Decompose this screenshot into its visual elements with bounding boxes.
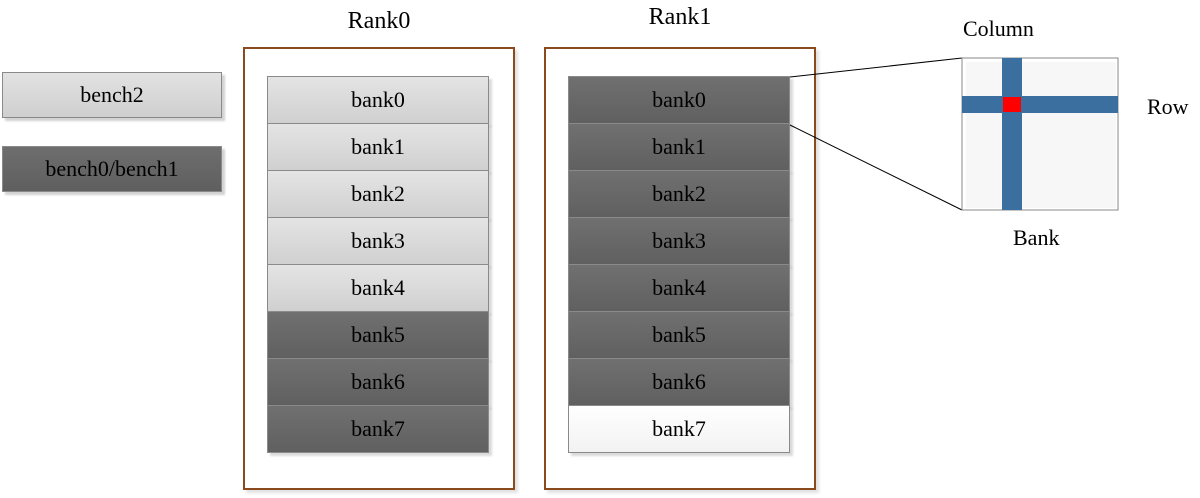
- legend-bench0-bench1: bench0/bench1: [2, 146, 222, 192]
- column-label: Column: [963, 16, 1034, 41]
- connector-top: [789, 57, 963, 78]
- selected-cell: [1003, 97, 1021, 112]
- connector-bottom: [789, 124, 963, 211]
- rank0-bank4: bank4: [267, 264, 489, 312]
- legend-bench2: bench2: [2, 72, 222, 118]
- rank0-bank2: bank2: [267, 170, 489, 218]
- column-line: [1002, 58, 1022, 210]
- rank1-bank2: bank2: [568, 170, 790, 218]
- bank-label: Bank: [1013, 225, 1060, 250]
- rank1-bank6: bank6: [568, 358, 790, 406]
- rank1-bank1: bank1: [568, 123, 790, 171]
- legend-bench2-label: bench2: [80, 82, 144, 107]
- row-line: [962, 96, 1118, 113]
- rank1-bank3: bank3: [568, 217, 790, 265]
- rank0-bank1: bank1: [267, 123, 489, 171]
- legend-bench0-bench1-label: bench0/bench1: [45, 156, 179, 181]
- rank0-bank0: bank0: [267, 76, 489, 124]
- rank1-bank5: bank5: [568, 311, 790, 359]
- row-label: Row: [1147, 94, 1189, 119]
- rank0-bank7: bank7: [267, 405, 489, 453]
- rank1-bank7: bank7: [568, 405, 790, 453]
- rank0-title: Rank0: [347, 8, 411, 34]
- rank1-bank4: bank4: [568, 264, 790, 312]
- rank0-bank5: bank5: [267, 311, 489, 359]
- rank0-bank3: bank3: [267, 217, 489, 265]
- bank-frame-inner: [966, 62, 1116, 208]
- rank1-title: Rank1: [648, 4, 712, 30]
- rank0-bank6: bank6: [267, 358, 489, 406]
